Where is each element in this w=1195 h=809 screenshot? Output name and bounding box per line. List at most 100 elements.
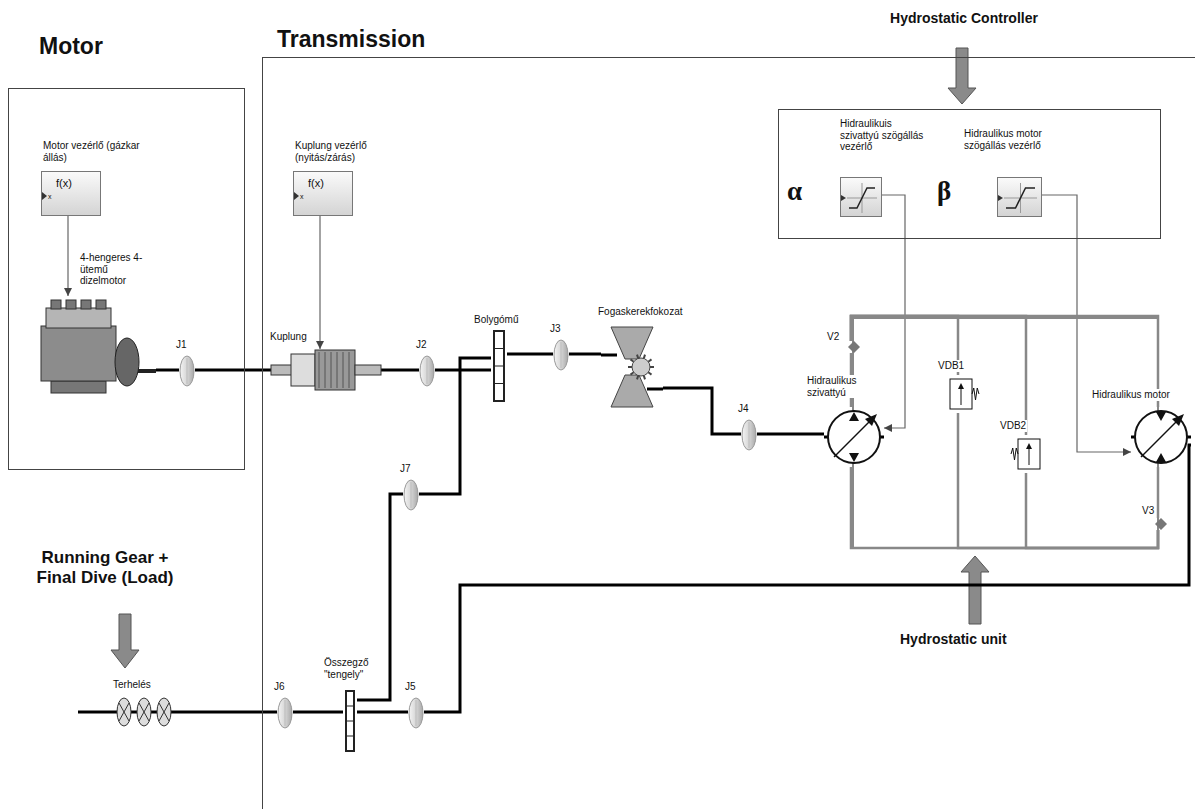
wheel-spoke (139, 703, 149, 721)
inertia-name: J3 (549, 323, 562, 335)
diesel-engine: 4-hengeres 4-ütemű dizelmotor (31, 296, 156, 396)
part-name: V2 (826, 331, 840, 343)
shaft-stub (647, 388, 663, 391)
part-name: VDB2 (999, 420, 1027, 432)
mechanical-shaft (156, 369, 179, 372)
valve-spring (1011, 448, 1018, 460)
inertia-name: J1 (175, 339, 188, 351)
bar-division (346, 736, 354, 737)
cylinder-head (46, 308, 111, 328)
hydraulic-pump: Hidraulikus szivattyú (824, 407, 884, 467)
inertia-disk: J4 (741, 419, 757, 451)
block-label: Kuplung vezérlő (nyitás/zárás) (294, 140, 396, 163)
load-symbol (108, 697, 180, 727)
inertia-disk (409, 698, 423, 728)
volume-node-symbol (1155, 518, 1167, 530)
gear-bar (494, 331, 504, 401)
saturation-curve (1006, 188, 1035, 208)
inertia-disk: J3 (553, 339, 569, 371)
part-name: Hidraulikus motor (1091, 389, 1171, 401)
load-wheel (157, 698, 171, 726)
region-heading: Hydrostatic unit (900, 631, 1007, 647)
gear-tooth (644, 376, 645, 380)
gear-tooth (630, 372, 633, 374)
mechanical-shaft (424, 445, 1191, 712)
inertia-disk (404, 480, 418, 510)
bar-division (494, 348, 504, 349)
part-name: Hidraulikus szivattyú (806, 375, 878, 398)
volume-diamond (848, 341, 860, 353)
input-port (841, 195, 846, 201)
disk-rim (285, 700, 286, 726)
volume-node: V3 (1155, 518, 1167, 530)
disk-rim (416, 700, 417, 726)
cylinder-cap (96, 300, 106, 309)
disk-rim (411, 482, 412, 508)
inertia-name: J5 (404, 681, 417, 693)
inertia-disk: J7 (403, 479, 419, 511)
wheel-spoke (119, 703, 129, 721)
region-heading: Transmission (277, 26, 425, 52)
inertia-disk (742, 420, 756, 450)
gear-tooth (630, 359, 633, 361)
gear-tooth (648, 372, 651, 374)
signal-line (1042, 195, 1131, 452)
inertia-disk-symbol (553, 339, 569, 371)
valve-arrow-head (1026, 443, 1032, 449)
inertia-name: J4 (737, 403, 750, 415)
cylinder-cap (81, 300, 91, 309)
mechanical-shaft (435, 369, 491, 372)
port-name: x (48, 193, 52, 201)
angle-symbol: α (787, 176, 802, 207)
transmission-region: TransmissionKuplung vezérlő (nyitás/zárá… (262, 57, 1195, 809)
part-name: Kuplung (269, 331, 308, 343)
signal-line (882, 195, 905, 428)
mechanical-shaft (381, 369, 419, 372)
hydraulic-motor: Hidraulikus motor (1131, 407, 1191, 467)
planetary-gear-symbol (491, 331, 507, 401)
inertia-disk (554, 340, 568, 370)
housing-rib (319, 352, 320, 388)
mechanical-shaft (757, 433, 824, 436)
gear-tooth (637, 355, 638, 359)
disk-rim (427, 358, 428, 384)
part-name: Összegző "tengely" (323, 657, 383, 680)
inertia-name: J2 (415, 339, 428, 351)
relief-valve: VDB1 (943, 375, 979, 413)
block-label: Hidraulikuis szivattyú szögállás vezérlő (839, 118, 929, 153)
inertia-disk: J2 (419, 355, 435, 387)
input-port (998, 195, 1003, 201)
bevel-gear (611, 327, 653, 359)
machine-circle (1135, 411, 1187, 463)
function-block: Kuplung vezérlő (nyitás/zárás)f(x)x (293, 171, 353, 216)
gear-tooth (637, 376, 638, 380)
inertia-disk-symbol (179, 355, 195, 387)
housing-rib (349, 352, 350, 388)
inertia-disk (278, 698, 292, 728)
relief-valve: VDB2 (1011, 435, 1047, 473)
signal-line (319, 216, 320, 349)
wheel-spoke (159, 703, 169, 721)
variable-arrow-head (1172, 414, 1184, 426)
valve-body (1018, 439, 1040, 469)
bar-division (346, 706, 354, 707)
housing-rib (325, 352, 326, 388)
inertia-disk: J1 (179, 355, 195, 387)
gear-bar (346, 691, 354, 751)
wheel-spoke (159, 703, 169, 721)
pointer-arrow (111, 48, 989, 668)
disk-rim (561, 342, 562, 368)
motor-region: MotorMotor vezérlő (gázkar állás)f(x)x4-… (8, 88, 245, 470)
input-port (42, 192, 47, 200)
inertia-disk-symbol (403, 479, 419, 511)
gear-tooth (644, 355, 645, 359)
gear-tooth (628, 366, 632, 368)
valve-arrow-head (958, 383, 964, 389)
housing-rib (331, 352, 332, 388)
volume-diamond (1155, 518, 1167, 530)
hydraulic-line (1026, 473, 1158, 548)
engine-block (41, 326, 116, 381)
gear-tooth (648, 359, 651, 361)
mechanical-shaft (195, 369, 271, 372)
